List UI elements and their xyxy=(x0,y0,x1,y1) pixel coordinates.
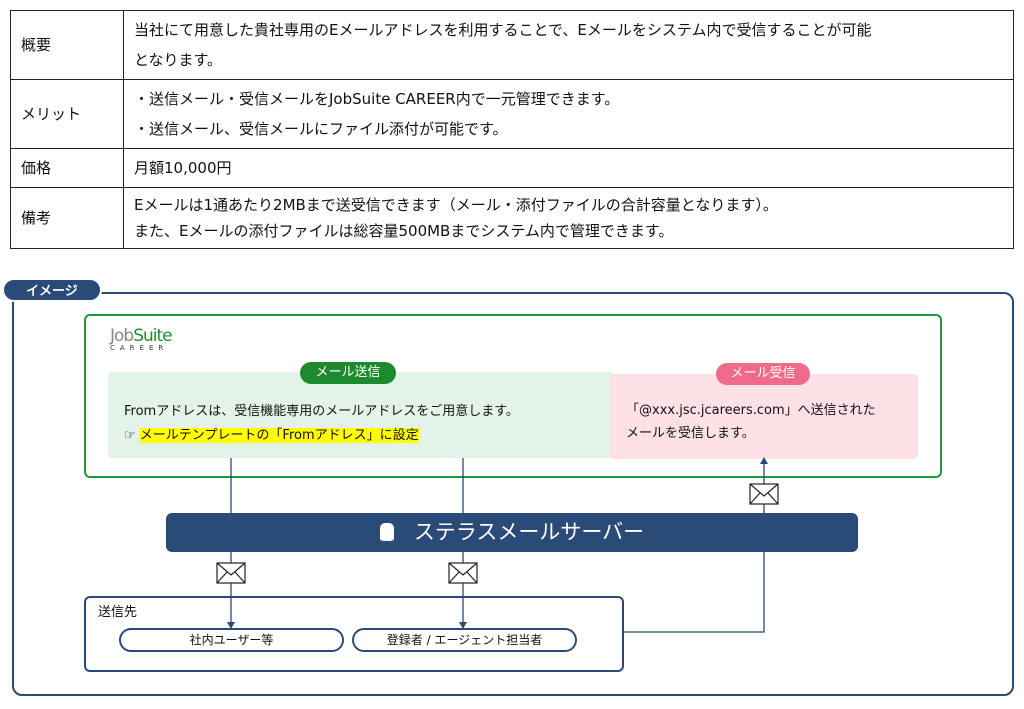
row-label: 概要 xyxy=(10,10,124,80)
mail-server-bar: ステラスメールサーバー xyxy=(166,513,858,552)
table-row: メリット・送信メール・受信メールをJobSuite CAREER内で一元管理でき… xyxy=(10,79,1014,149)
database-icon xyxy=(379,523,394,543)
row-text: 月額10,000円 xyxy=(134,159,232,177)
row-text: 当社にて用意した貴社専用のEメールアドレスを利用することで、Eメールをシステム内… xyxy=(134,21,872,39)
recipient-internal-users: 社内ユーザー等 xyxy=(119,628,344,652)
recipients-box xyxy=(84,596,624,672)
row-label: メリット xyxy=(10,79,124,149)
table-row: 備考 Eメールは1通あたり2MBまで送受信できます（メール・添付ファイルの合計容量… xyxy=(10,187,1014,249)
row-text: Eメールは1通あたり2MBまで送受信できます（メール・添付ファイルの合計容量とな… xyxy=(134,196,778,214)
row-label: 備考 xyxy=(10,187,124,249)
table-row: 概要当社にて用意した貴社専用のEメールアドレスを利用することで、Eメールをシステ… xyxy=(10,10,1014,80)
image-frame xyxy=(12,292,1014,696)
image-tab-label: イメージ xyxy=(2,278,102,302)
pointing-hand-icon: ☞ xyxy=(124,428,136,443)
row-text: となります。 xyxy=(134,51,223,69)
recipients-title: 送信先 xyxy=(98,605,138,620)
send-badge: メール送信 xyxy=(300,362,396,384)
row-text: ・送信メール、受信メールにファイル添付が可能です。 xyxy=(134,120,508,138)
receive-badge: メール受信 xyxy=(716,363,810,385)
envelope-icon xyxy=(216,483,779,584)
server-label: ステラスメールサーバー xyxy=(413,520,645,544)
jobsuite-box xyxy=(84,314,942,478)
receive-text: メールを受信します。 xyxy=(626,426,755,441)
jobsuite-logo: JobSuite CAREER xyxy=(110,326,173,352)
info-table: 概要当社にて用意した貴社専用のEメールアドレスを利用することで、Eメールをシステ… xyxy=(10,10,1014,249)
receive-text: 「@xxx.jsc.jcareers.com」へ送信された xyxy=(626,403,876,418)
receive-panel: 「@xxx.jsc.jcareers.com」へ送信された メールを受信します。 xyxy=(610,374,918,459)
table-row: 価格月額10,000円 xyxy=(10,148,1014,188)
send-panel: Fromアドレスは、受信機能専用のメールアドレスをご用意します。 ☞ メールテン… xyxy=(108,372,615,458)
row-text: また、Eメールの添付ファイルは総容量500MBまでシステム内で管理できます。 xyxy=(134,222,674,240)
row-label: 価格 xyxy=(10,148,124,188)
send-highlight: メールテンプレートの「Fromアドレス」に設定 xyxy=(139,428,419,443)
send-text: Fromアドレスは、受信機能専用のメールアドレスをご用意します。 xyxy=(124,404,519,419)
row-text: ・送信メール・受信メールをJobSuite CAREER内で一元管理できます。 xyxy=(134,90,620,108)
recipient-registrants-agents: 登録者 / エージェント担当者 xyxy=(352,628,577,652)
